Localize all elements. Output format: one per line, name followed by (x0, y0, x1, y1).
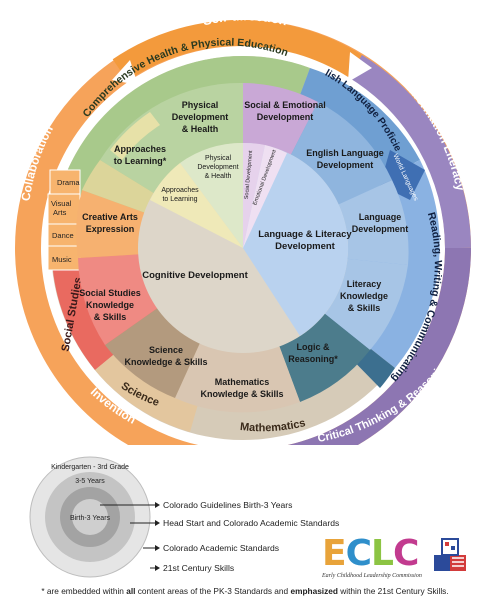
label-dance: Dance (52, 231, 74, 240)
label-math-1: Mathematics (215, 377, 270, 387)
footnote-prefix: * are embedded within (41, 586, 127, 596)
footnote: * are embedded within all content areas … (0, 586, 490, 596)
label-physical-2: Development (172, 112, 229, 122)
domain-approaches-top (110, 112, 160, 160)
eclc-logo: ECLC Early Childhood Leadership Commissi… (322, 533, 472, 583)
label-language-1: Language (359, 212, 402, 222)
label-social-emotional-2: Development (257, 112, 314, 122)
legend-text-3: Colorado Academic Standards (163, 543, 280, 553)
logo-wordmark: ECLC (322, 533, 419, 574)
label-literacy-3: & Skills (348, 303, 381, 313)
arts-blocks: Drama Visual Arts Dance Music (47, 169, 81, 271)
ring-self-direction-top (112, 20, 362, 81)
footnote-suffix: within the 21st Century Skills. (337, 586, 449, 596)
blocks-icon (434, 538, 466, 571)
label-literacy-1: Literacy (347, 279, 382, 289)
block-music (47, 245, 81, 271)
legend-ring-core (72, 499, 108, 535)
core-label-language-2: Development (275, 241, 335, 252)
core-label-language-1: Language & Literacy (258, 229, 352, 240)
legend-arrow-1 (155, 502, 160, 508)
core-label-approaches-2: to Learning (162, 196, 197, 203)
core-circle (138, 142, 349, 353)
logo-letter-c: C (345, 533, 372, 574)
label-music: Music (52, 255, 72, 264)
block-visual-arts (47, 193, 81, 225)
label-language-2: Development (352, 224, 409, 234)
block-drama (49, 169, 81, 195)
standards-wheel-diagram: Self-direction Collaboration Information… (0, 0, 471, 445)
label-approaches-1: Approaches (114, 144, 166, 154)
domain-labels: Physical Development & Health Social & E… (79, 100, 408, 399)
legend-text-2: Head Start and Colorado Academic Standar… (163, 518, 340, 528)
label-self-direction: Self-direction (201, 8, 289, 28)
label-physical-1: Physical (182, 100, 219, 110)
legend-arrow-2 (155, 520, 160, 526)
label-physical-3: & Health (182, 124, 219, 134)
ring-critical-thinking (287, 247, 471, 445)
label-arts: Arts (53, 208, 67, 217)
legend-label-35: 3-5 Years (75, 478, 105, 485)
footnote-mid: content areas of the PK-3 Standards and (135, 586, 291, 596)
core-social (243, 142, 265, 248)
label-visual: Visual (51, 199, 72, 208)
footnote-bold-emphasized: emphasized (290, 586, 338, 596)
label-social-emotional-1: Social & Emotional (244, 100, 326, 110)
label-approaches-2: to Learning* (114, 156, 167, 166)
core-major-labels: Language & Literacy Development Cognitiv… (142, 229, 352, 281)
label-socialstudies-3: & Skills (94, 312, 127, 322)
label-literacy-2: Knowledge (340, 291, 388, 301)
core-approaches (150, 163, 243, 248)
core-label-cognitive: Cognitive Development (142, 270, 248, 281)
label-drama: Drama (57, 178, 80, 187)
legend-text-1: Colorado Guidelines Birth-3 Years (163, 500, 293, 510)
outer-arrow-ring (15, 20, 471, 445)
legend-graphic: Kindergarten - 3rd Grade 3-5 Years Birth… (29, 456, 160, 578)
logo-letter-c2: C (392, 533, 419, 574)
legend-text-4: 21st Century Skills (163, 563, 235, 573)
footnote-bold-all: all (126, 586, 136, 596)
legend-label-b3: Birth-3 Years (70, 515, 111, 522)
legend-label-k3: Kindergarten - 3rd Grade (51, 464, 129, 471)
ring-information-literacy (348, 54, 471, 249)
core-emotional (243, 145, 287, 248)
label-socialstudies-2: Knowledge (86, 300, 134, 310)
label-creative-2: Expression (86, 224, 135, 234)
legend-arrow-4 (155, 565, 160, 571)
arrow-head-right (348, 52, 372, 82)
legend-arrow-3 (155, 545, 160, 551)
label-science-2: Knowledge & Skills (124, 357, 207, 367)
core-label-physical-3: & Health (205, 173, 232, 180)
core-label-physical-1: Physical (205, 155, 232, 162)
core-physical (180, 142, 243, 248)
core-label-approaches-1: Approaches (161, 187, 199, 194)
legend: Kindergarten - 3rd Grade 3-5 Years Birth… (0, 445, 490, 605)
logo-subtitle: Early Childhood Leadership Commission (322, 573, 422, 579)
label-math-2: Knowledge & Skills (200, 389, 283, 399)
logo-letter-l: L (371, 533, 394, 574)
core-label-physical-2: Development (197, 164, 238, 171)
label-english-1: English Language (306, 148, 384, 158)
label-science-1: Science (149, 345, 183, 355)
label-logic-2: Reasoning* (288, 354, 338, 364)
label-logic-1: Logic & (297, 342, 330, 352)
arrow-head-left (112, 60, 138, 85)
core-label-social: Social Development (244, 150, 254, 200)
label-socialstudies-1: Social Studies (79, 288, 141, 298)
logo-letter-e: E (322, 533, 347, 574)
label-creative-1: Creative Arts (82, 212, 138, 222)
label-english-2: Development (317, 160, 374, 170)
